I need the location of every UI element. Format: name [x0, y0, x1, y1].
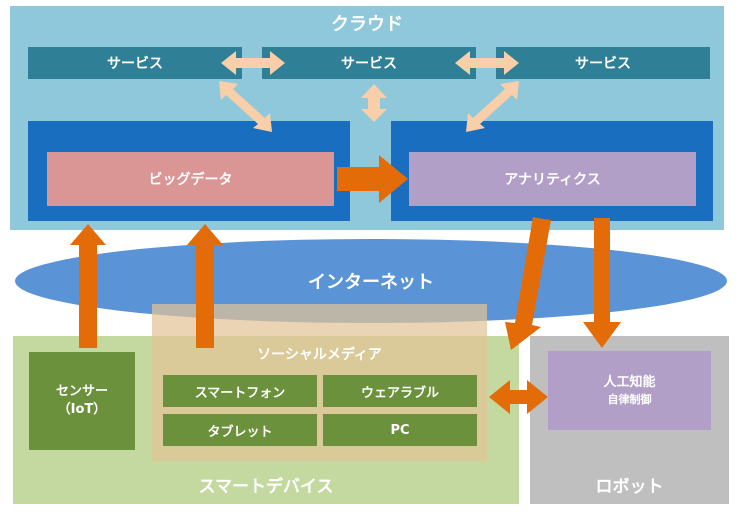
robot-title: ロボット [595, 476, 664, 497]
sensor-sublabel: （IoT） [57, 402, 107, 417]
analytics-box: アナリティクス [409, 152, 696, 206]
device-smartphone: スマートフォン [163, 375, 317, 407]
service-box-2: サービス [262, 47, 476, 79]
ai-sublabel: 自律制御 [607, 392, 652, 406]
social-media-title: ソーシャルメディア [257, 347, 382, 363]
ai-box: 人工知能 自律制御 [548, 351, 711, 430]
sensor-label: センサー [55, 384, 108, 399]
smart-devices-title: スマートデバイス [198, 476, 334, 497]
device-pc: PC [323, 414, 477, 446]
service-box-1: サービス [28, 47, 242, 79]
ai-label: 人工知能 [603, 374, 656, 390]
bigdata-box: ビッグデータ [47, 152, 334, 206]
service-box-3: サービス [496, 47, 710, 79]
device-tablet: タブレット [163, 414, 317, 446]
device-wearable: ウェアラブル [323, 375, 477, 407]
cloud-title: クラウド [331, 14, 403, 35]
sensor-box: センサー （IoT） [29, 352, 135, 450]
